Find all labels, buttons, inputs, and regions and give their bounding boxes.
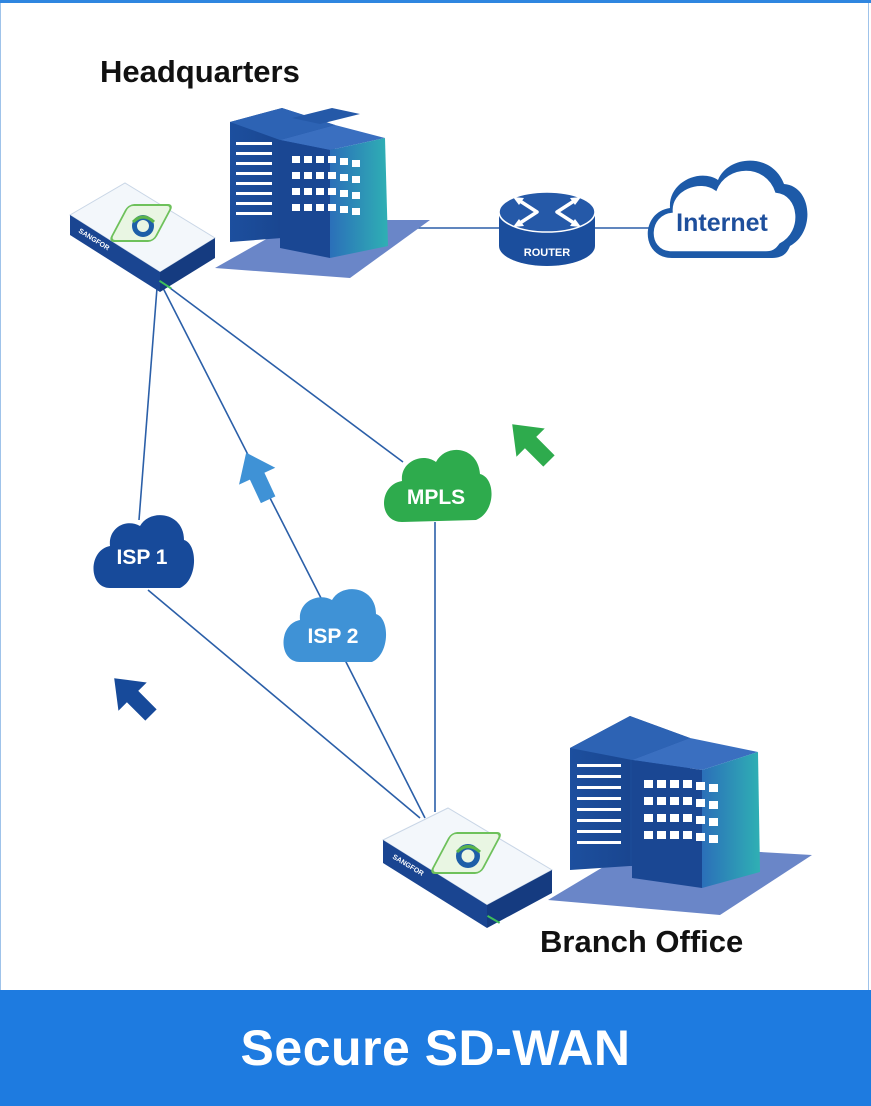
isp1-label: ISP 1 (117, 546, 168, 569)
network-diagram: SANGFOR ROUTER Internet MPLS ISP 1 (69, 108, 812, 928)
hq-windows (292, 156, 360, 215)
link-hq-isp1 (138, 287, 158, 521)
branch-office-label: Branch Office (540, 924, 744, 959)
arrow-mpls-icon (512, 424, 555, 467)
isp1-cloud-icon: ISP 1 (93, 515, 195, 588)
branch-windows (644, 780, 718, 843)
banner-title: Secure SD-WAN (240, 1020, 631, 1076)
link-isp2-branch (344, 659, 426, 819)
mpls-cloud-icon: MPLS (384, 449, 492, 522)
link-hq-isp2 (162, 287, 323, 601)
isp2-cloud-icon: ISP 2 (283, 589, 387, 662)
hq-appliance-icon: SANGFOR (69, 182, 216, 292)
hq-horizontal-slats (236, 142, 272, 215)
isp2-label: ISP 2 (308, 625, 359, 648)
branch-appliance-icon: SANGFOR (381, 807, 554, 928)
title-banner: Secure SD-WAN (0, 990, 871, 1106)
router-icon: ROUTER (498, 191, 596, 266)
mpls-label: MPLS (407, 486, 465, 509)
arrow-isp1-icon (114, 678, 157, 721)
link-isp1-branch (147, 589, 421, 819)
headquarters-label: Headquarters (100, 54, 300, 89)
internet-cloud-icon: Internet (647, 160, 808, 258)
router-label: ROUTER (524, 247, 571, 259)
branch-horizontal-slats (577, 764, 621, 844)
link-hq-mpls (169, 287, 404, 463)
headquarters-building-icon (215, 108, 430, 278)
arrow-isp2-icon (239, 452, 276, 504)
branch-building-icon (548, 716, 812, 915)
top-border (0, 0, 871, 3)
internet-label: Internet (676, 209, 768, 237)
connection-lines (138, 227, 660, 819)
